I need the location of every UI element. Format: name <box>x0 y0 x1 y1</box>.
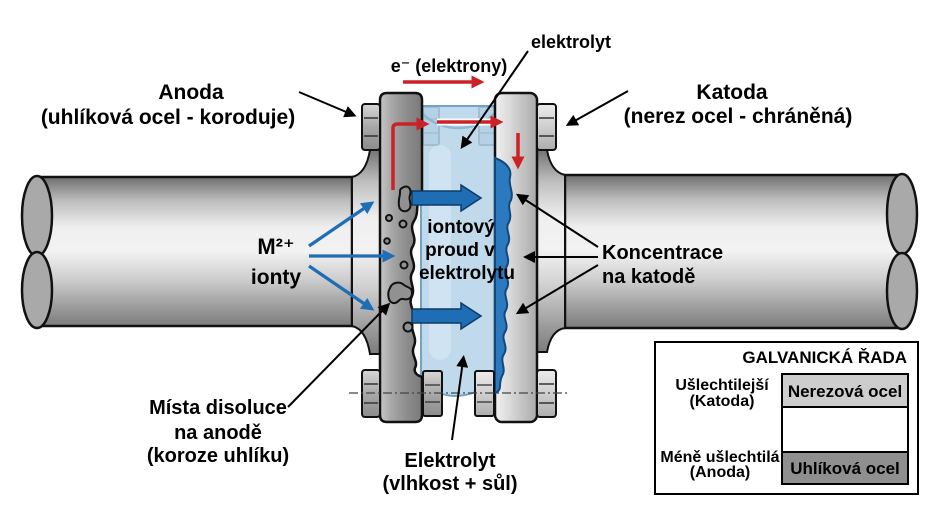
galvanic-series-box: GALVANICKÁ ŘADA Ušlechtilejší (Katoda) M… <box>654 341 919 495</box>
right-pipe-body <box>563 173 904 330</box>
left-pipe <box>20 174 354 330</box>
electrolyte-bottom-label-arrow <box>451 355 469 441</box>
middle-empty-cell <box>781 406 909 453</box>
electrolyte-top-label: elektrolyt <box>531 32 611 52</box>
concentration-label-line2: na katodě <box>602 266 695 288</box>
galvanic-series-title: GALVANICKÁ ŘADA <box>742 348 907 367</box>
bottom-left-nut <box>422 370 443 417</box>
electrolyte-top-label-arrow <box>460 50 529 149</box>
ion-arrow-lower <box>308 264 375 311</box>
cathode-deposit-band <box>494 156 513 395</box>
ionic-current-arrows <box>411 183 483 331</box>
noble-material-cell <box>781 373 909 408</box>
ionic-current-label-line3: elektrolytu <box>419 263 515 284</box>
anode-corrosion-pits <box>383 185 414 333</box>
ionic-current-arrow-top <box>411 183 483 213</box>
noble-label-line1: Ušlechtilejší <box>675 377 769 394</box>
ionic-current-label-line2: proud v <box>425 240 495 261</box>
left-pipe-body <box>35 175 354 328</box>
cathode-title: Katoda <box>696 81 767 104</box>
right-pipe-break-lower <box>885 251 919 331</box>
electrolyte-bottom-label-line1: Elektrolyt <box>404 450 495 472</box>
less-noble-material-cell <box>781 451 909 485</box>
concentration-arrow-lower <box>515 264 599 315</box>
ion-arrow-upper <box>308 201 375 248</box>
concentration-label-line1: Koncentrace <box>602 242 723 264</box>
right-pipe <box>563 172 919 331</box>
cathode-subtitle: (nerez ocel - chráněná) <box>624 105 853 128</box>
anode-title: Anoda <box>158 81 224 104</box>
dissolution-label-arrow <box>287 302 391 408</box>
anode-subtitle: (uhlíková ocel - koroduje) <box>41 106 295 129</box>
left-pipe-break-lower <box>20 250 54 330</box>
ionic-current-label-line1: iontový <box>427 217 495 238</box>
metal-ions-label-line2: ionty <box>251 266 301 289</box>
electron-path-up-arrow <box>391 117 430 190</box>
noble-material-label: Nerezová ocel <box>788 382 902 401</box>
electron-flow-label: e⁻ (elektrony) <box>391 56 508 76</box>
dissolution-label-line3: (koroze uhlíku) <box>147 445 289 467</box>
less-noble-label-line2: (Anoda) <box>690 464 750 481</box>
right-pipe-break-upper <box>885 172 919 256</box>
less-noble-label-line1: Méně ušlechtilá <box>660 449 779 466</box>
cathode-label-arrow <box>565 90 629 126</box>
concentration-arrow-upper <box>515 193 599 248</box>
metal-ion-arrows <box>308 201 396 311</box>
right-flange-hub <box>536 147 566 353</box>
left-pipe-break-upper <box>20 174 54 258</box>
label-arrows <box>287 50 629 441</box>
electron-flow-arrows <box>391 75 525 190</box>
metal-ions-label-line1: M²⁺ <box>257 234 294 259</box>
left-flange-hub <box>351 147 381 355</box>
noble-label-line2: (Katoda) <box>690 393 755 410</box>
dissolution-label-line1: Místa disoluce <box>149 397 287 419</box>
top-left-bolt-head <box>361 103 381 151</box>
less-noble-material-label: Uhlíková ocel <box>790 459 900 478</box>
dissolution-label-line2: na anodě <box>174 422 262 444</box>
ionic-current-arrow-bottom <box>411 301 483 331</box>
top-right-bolt-head <box>536 103 557 151</box>
electrolyte-bottom-label-line2: (vlhkost + sůl) <box>382 473 517 495</box>
anode-label-arrow <box>298 91 357 118</box>
